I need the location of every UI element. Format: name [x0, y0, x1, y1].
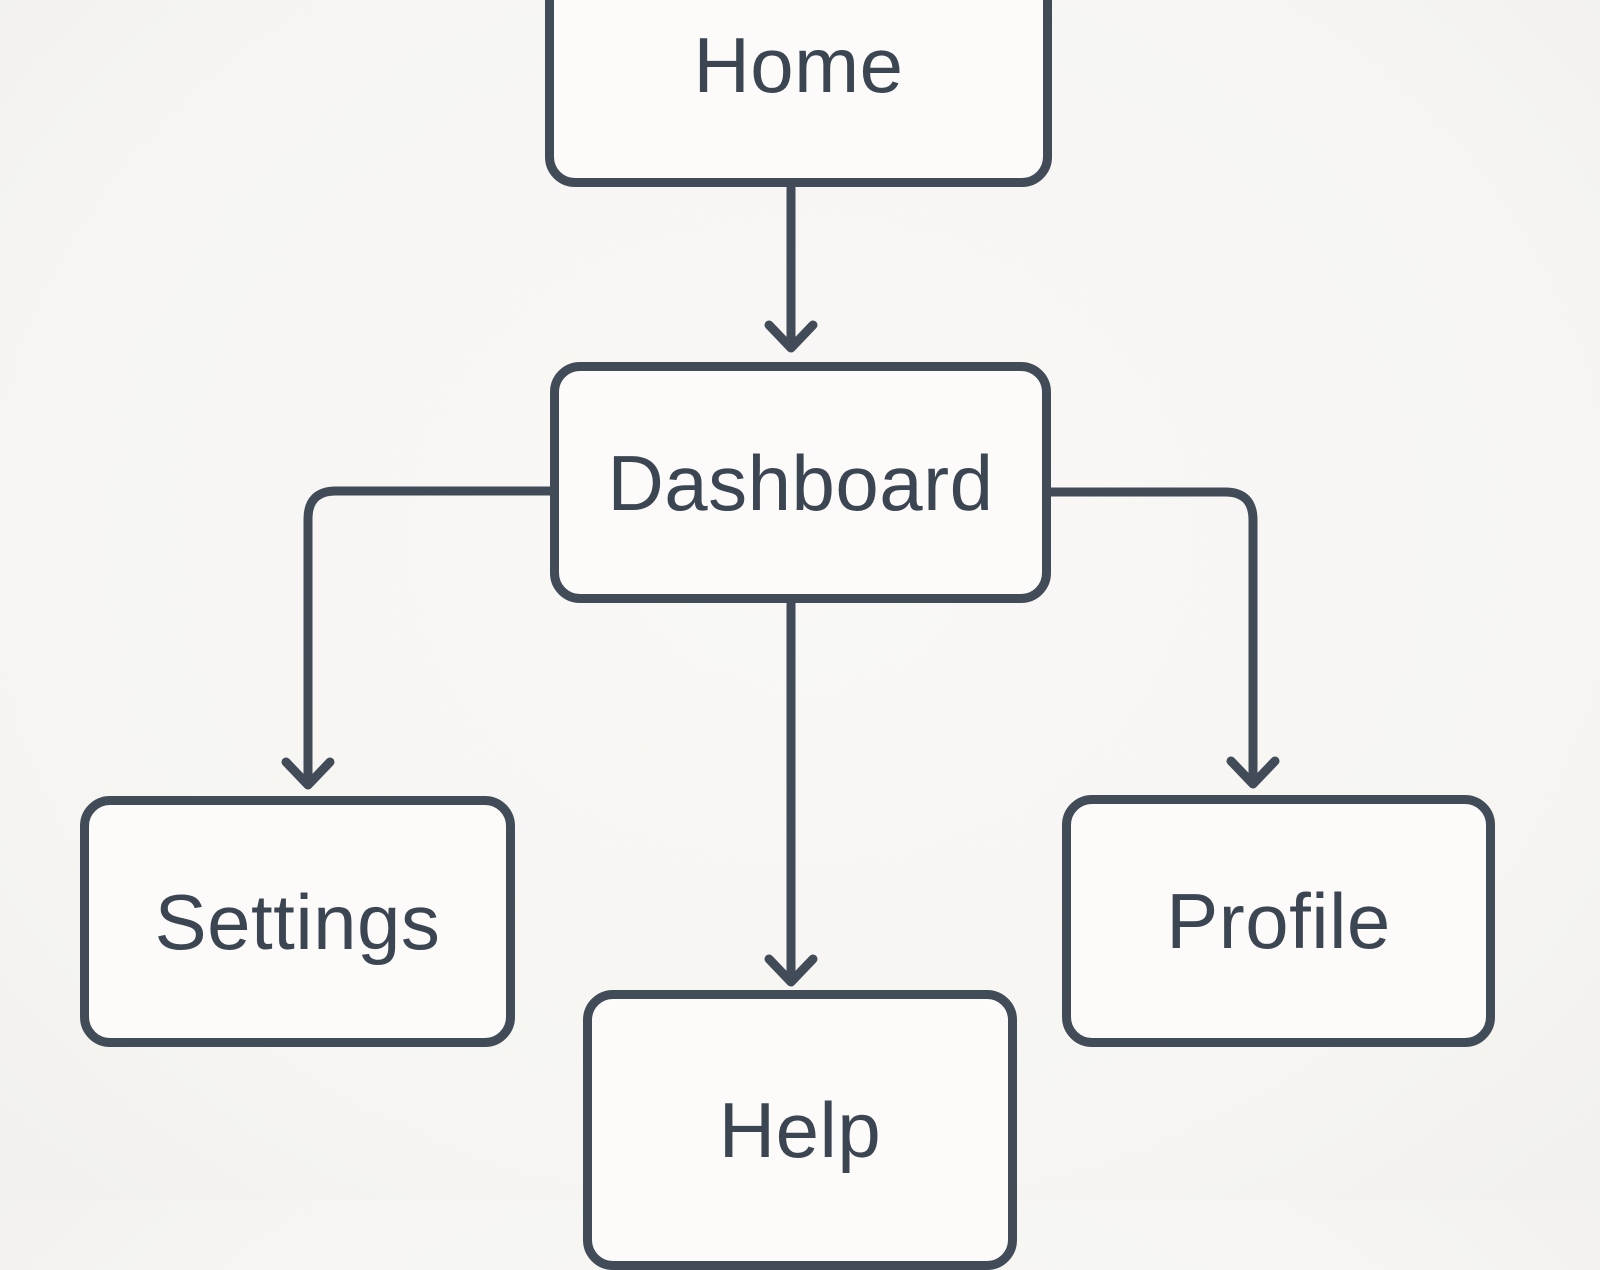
node-settings: Settings	[80, 796, 515, 1047]
node-home: Home	[545, 0, 1052, 187]
edge-dashboard-help	[764, 598, 818, 987]
node-home-label: Home	[693, 20, 904, 109]
edge-dashboard-profile-line	[1046, 487, 1258, 788]
node-help: Help	[583, 990, 1017, 1270]
arrowhead-down-icon	[764, 954, 818, 987]
node-settings-label: Settings	[154, 877, 441, 966]
node-dashboard: Dashboard	[550, 362, 1051, 603]
edge-dashboard-profile	[1046, 487, 1280, 789]
arrowhead-down-icon	[1226, 756, 1280, 789]
node-help-label: Help	[718, 1086, 882, 1174]
node-dashboard-label: Dashboard	[607, 438, 994, 527]
arrowhead-down-icon	[281, 757, 335, 790]
arrowhead-down-icon	[764, 320, 818, 353]
edge-dashboard-settings-line	[303, 486, 555, 789]
node-profile: Profile	[1062, 795, 1495, 1047]
edge-dashboard-settings	[281, 486, 555, 790]
edge-home-dashboard	[764, 183, 818, 353]
node-profile-label: Profile	[1166, 877, 1391, 965]
flowchart-canvas: Home Dashboard Settings Help Profile	[80, 0, 1495, 1270]
